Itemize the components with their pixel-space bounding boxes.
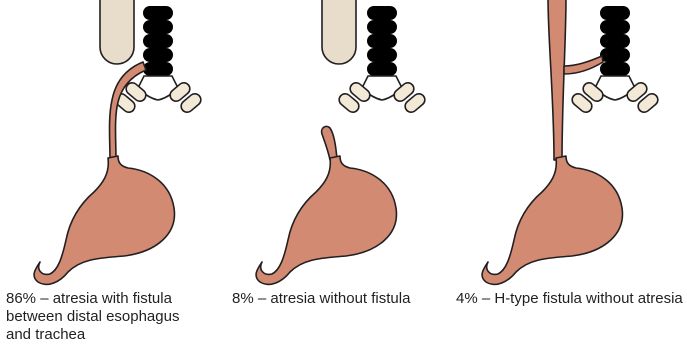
caption-atresia-without-fistula: 8% – atresia without fistula	[232, 290, 432, 308]
caption-atresia-with-fistula: 86% – atresia with fistula between dista…	[6, 290, 206, 344]
upper-esophageal-pouch	[322, 0, 356, 64]
stomach	[256, 156, 396, 284]
lower-esophageal-stump	[322, 126, 337, 160]
panel-atresia-with-fistula	[34, 0, 203, 284]
stomach	[34, 156, 174, 284]
stomach	[482, 156, 622, 284]
continuous-esophagus	[548, 0, 566, 160]
caption-h-type-fistula: 4% – H-type fistula without atresia	[456, 290, 686, 308]
panel-h-type-fistula	[482, 0, 660, 284]
h-type-fistula	[564, 56, 603, 74]
panel-atresia-without-fistula	[256, 0, 427, 284]
trachea	[570, 6, 661, 115]
upper-esophageal-pouch	[100, 0, 134, 64]
